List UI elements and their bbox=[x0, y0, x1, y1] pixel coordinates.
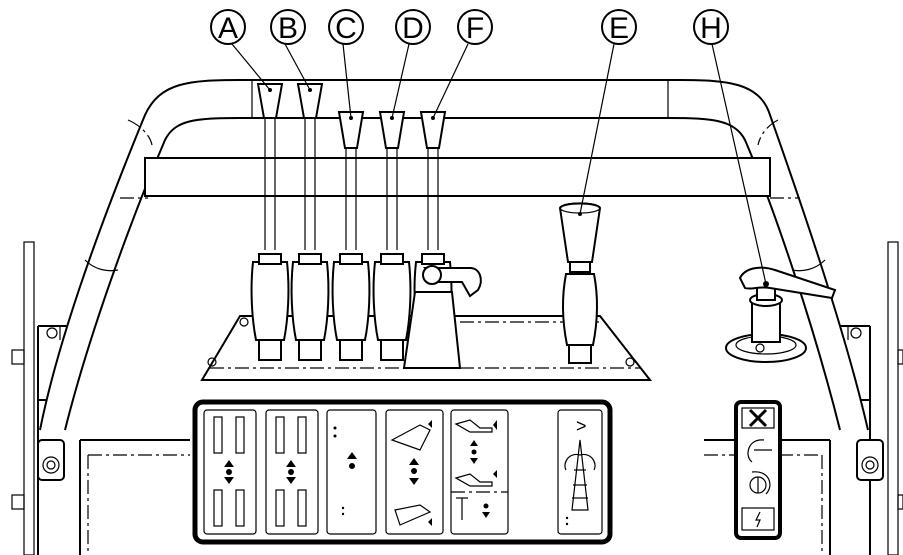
decal-lever-c-symbol bbox=[333, 426, 357, 516]
joystick-e bbox=[558, 202, 602, 364]
right-side-post bbox=[887, 241, 903, 555]
left-side-post bbox=[11, 241, 35, 555]
lever-lock-latch bbox=[402, 265, 482, 369]
callout-e-label: E bbox=[609, 12, 629, 45]
lever-a bbox=[250, 83, 290, 361]
callout-h: H bbox=[693, 9, 729, 45]
callout-d-label: D bbox=[402, 12, 424, 45]
callout-b: B bbox=[270, 9, 306, 45]
callout-leader-lines bbox=[231, 43, 767, 285]
right-mount-bracket bbox=[856, 439, 884, 481]
lever-d bbox=[372, 111, 412, 361]
decal-arrow-symbol: > bbox=[576, 416, 587, 436]
left-mount-bracket bbox=[37, 439, 65, 481]
decal-lever-d-symbol bbox=[390, 420, 432, 526]
decal-lever-f-symbol bbox=[451, 419, 508, 520]
control-decal-panel bbox=[192, 399, 613, 545]
callout-a-label: A bbox=[218, 12, 238, 45]
decal-lever-a-symbol bbox=[213, 416, 245, 527]
callout-c: C bbox=[328, 9, 364, 45]
ignition-decal bbox=[734, 400, 782, 540]
decal-lever-b-symbol bbox=[275, 416, 307, 527]
callout-f-label: F bbox=[466, 12, 484, 45]
callout-c-label: C bbox=[335, 12, 357, 45]
callout-d: D bbox=[395, 9, 431, 45]
callout-b-label: B bbox=[278, 12, 298, 45]
callout-f: F bbox=[457, 9, 493, 45]
decal-joystick-e-symbol: > bbox=[564, 416, 596, 526]
lever-c bbox=[331, 111, 371, 361]
callout-a: A bbox=[210, 9, 246, 45]
callout-h-label: H bbox=[700, 12, 722, 45]
lever-b bbox=[290, 83, 330, 361]
callout-e: E bbox=[601, 9, 637, 45]
